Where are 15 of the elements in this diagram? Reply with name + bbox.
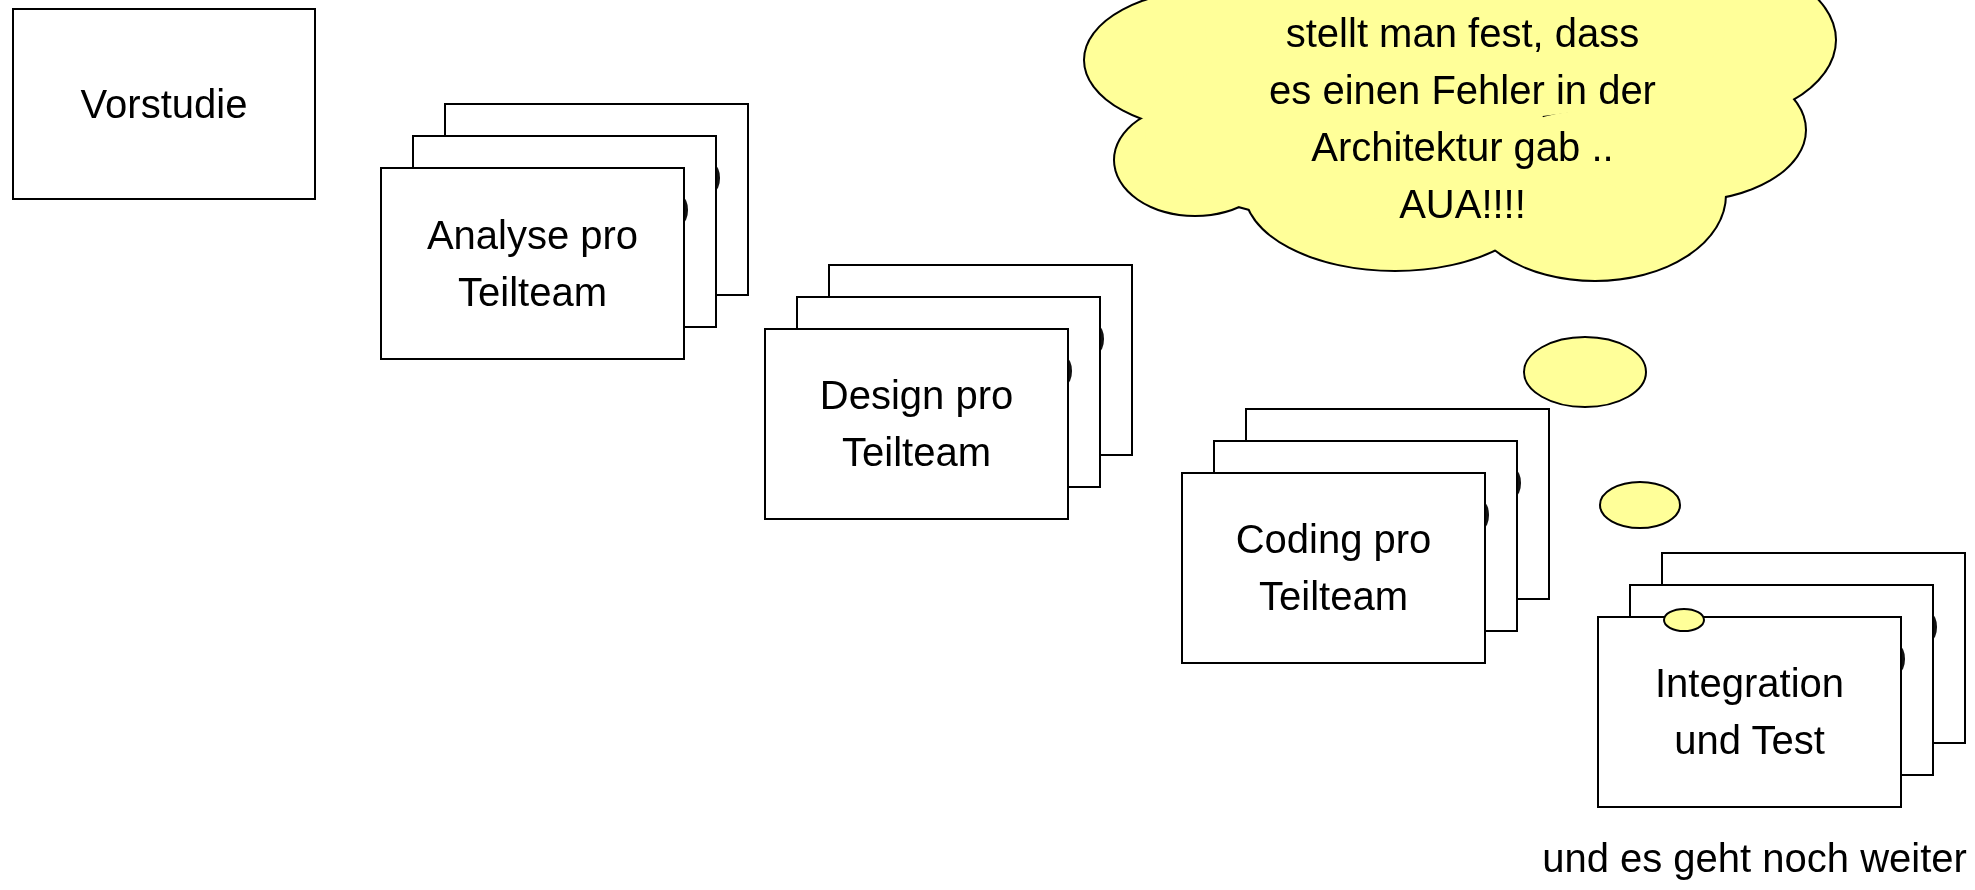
- box-label: Analyse pro Teilteam: [425, 211, 640, 316]
- note-text: und es geht noch weiter: [1542, 836, 1967, 881]
- box-label: Coding pro Teilteam: [1234, 516, 1433, 620]
- thought-bubble: [1663, 608, 1705, 632]
- thought-bubble: [1523, 336, 1647, 408]
- box-label: Integration und Test: [1654, 660, 1845, 764]
- process-box: [1181, 472, 1486, 664]
- process-box: [764, 328, 1069, 520]
- process-box: [1597, 616, 1902, 808]
- box-label: Vorstudie: [79, 80, 249, 128]
- cloud-text: stellt man fest, dass es einen Fehler in der Architektur gab .. AUA!!!!: [1268, 10, 1657, 228]
- process-box: [12, 8, 316, 200]
- box-label: Design pro Teilteam: [818, 372, 1015, 476]
- thought-bubble: [1599, 481, 1681, 529]
- process-box: [380, 167, 685, 360]
